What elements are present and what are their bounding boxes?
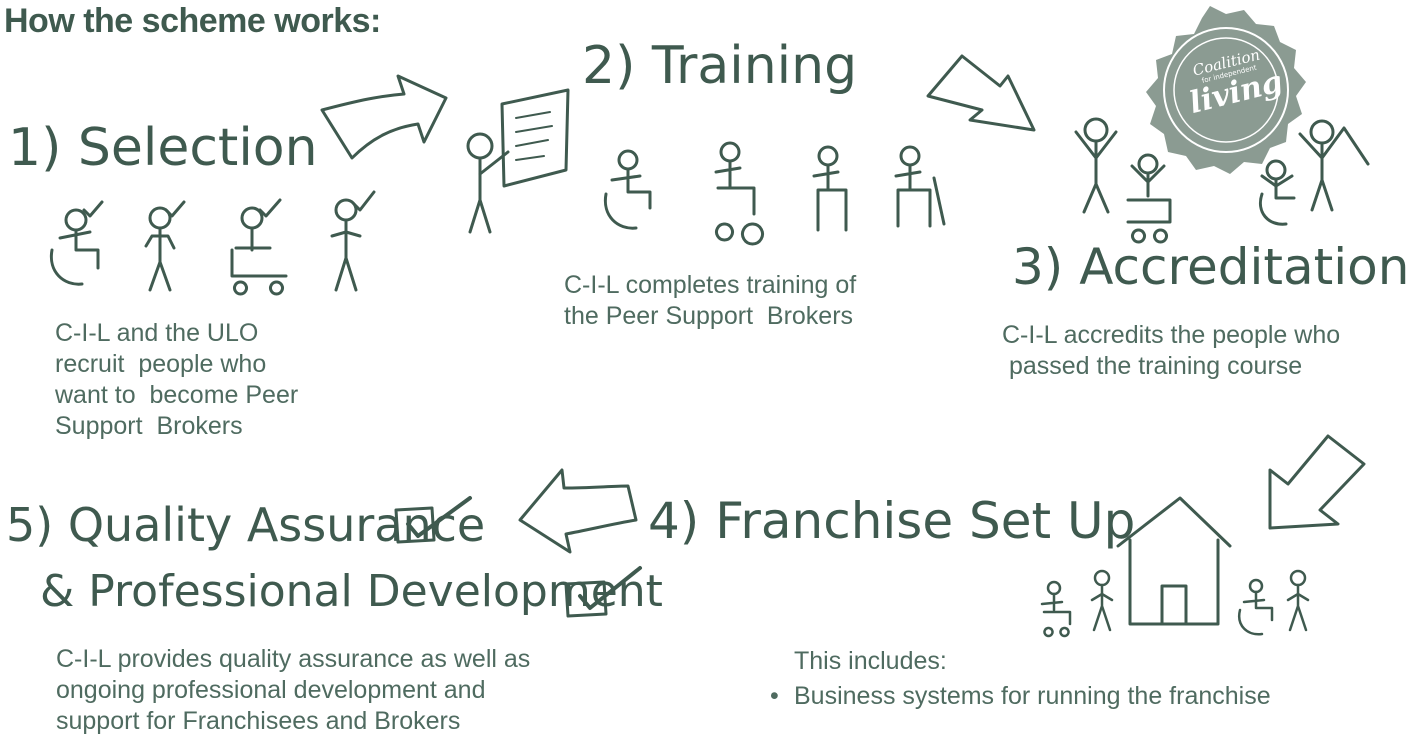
step-quality-description: C-I-L provides quality assurance as well… <box>56 645 531 735</box>
step-quality-heading-line2: & Professional Development <box>40 566 663 617</box>
checkbox-icon-1 <box>394 496 472 544</box>
house-icon <box>1116 496 1232 626</box>
franchise-intro: This includes: <box>794 647 947 675</box>
step-selection-description: C-I-L and the ULO recruit people who wan… <box>55 319 299 440</box>
arrow-right-1 <box>320 74 448 160</box>
step-franchise-heading: 4) Franchise Set Up <box>648 492 1136 550</box>
page-title: How the scheme works: <box>4 2 381 40</box>
arrow-left <box>518 468 638 554</box>
presenter-icon <box>466 88 570 234</box>
franchise-people-icons <box>1040 569 1310 638</box>
step-selection-heading: 1) Selection <box>8 118 318 178</box>
step-accreditation-heading: 3) Accreditation <box>1012 238 1410 296</box>
step-accreditation-description: C-I-L accredits the people who passed th… <box>1002 321 1341 380</box>
selection-people-icons <box>49 190 376 296</box>
accreditation-seal-icon <box>1146 6 1306 174</box>
training-people-icons <box>603 141 946 246</box>
step-training-heading: 2) Training <box>582 36 858 96</box>
accreditation-people-icons <box>1074 117 1370 244</box>
checkbox-icon-2 <box>564 566 642 618</box>
step-franchise-description: This includes: Business systems for runn… <box>766 646 1271 712</box>
step-training-description: C-I-L completes training of the Peer Sup… <box>564 271 857 330</box>
franchise-bullets: Business systems for running the franchi… <box>766 681 1271 712</box>
arrow-right-2 <box>926 54 1036 132</box>
list-item: Business systems for running the franchi… <box>766 681 1271 712</box>
arrow-down-left <box>1268 434 1366 530</box>
